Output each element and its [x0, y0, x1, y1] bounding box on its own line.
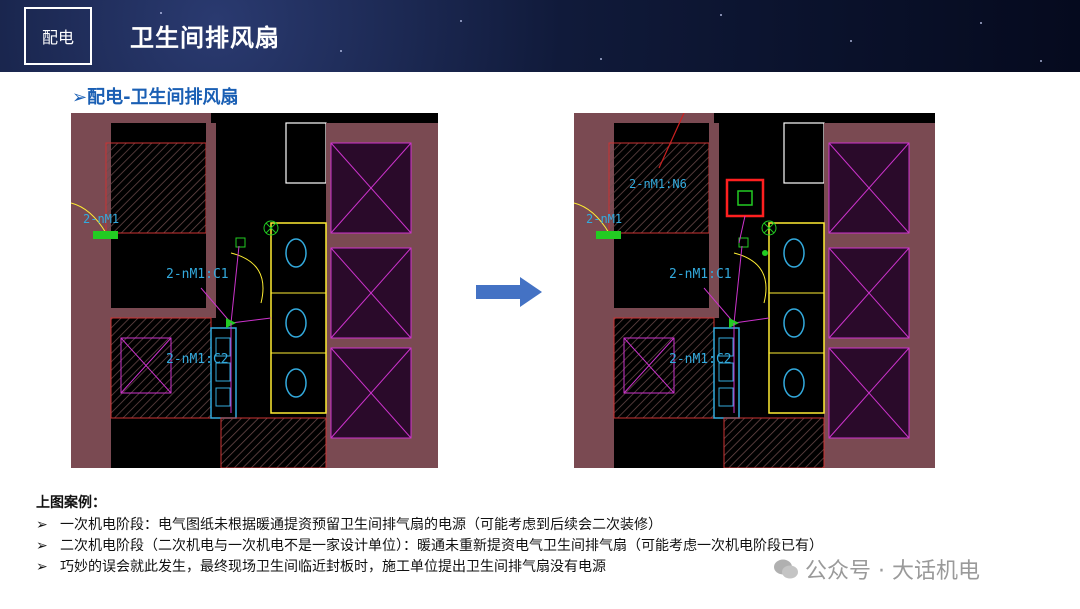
slide-subtitle: ➢配电-卫生间排风扇: [72, 87, 239, 108]
case-item-text: 巧妙的误会就此发生，最终现场卫生间临近封板时，施工单位提出卫生间排气扇没有电源: [60, 559, 606, 575]
list-item: ➢ 一次机电阶段：电气图纸未根据暖通提资预留卫生间排气扇的电源（可能考虑到后续会…: [36, 515, 823, 536]
watermark: 公众号 · 大话机电: [773, 553, 980, 585]
cad-drawing-after: 2-nM1:N6 2-nM1 2-nM1:C1 2-nM1:C2: [574, 113, 935, 468]
page-title: 卫生间排风扇: [130, 24, 280, 52]
header-banner: 配电 卫生间排风扇: [0, 0, 1080, 72]
cad-label: 2-nM1:N6: [629, 177, 687, 191]
exhaust-fan-icon: [737, 190, 753, 206]
cad-label: 2-nM1:C1: [166, 267, 229, 282]
case-title: 上图案例：: [36, 495, 106, 511]
case-description: 上图案例： ➢ 一次机电阶段：电气图纸未根据暖通提资预留卫生间排气扇的电源（可能…: [36, 492, 823, 578]
list-item: ➢ 巧妙的误会就此发生，最终现场卫生间临近封板时，施工单位提出卫生间排气扇没有电…: [36, 557, 823, 578]
bullet-arrow-icon: ➢: [36, 538, 48, 554]
bullet-arrow-icon: ➢: [36, 517, 48, 533]
bullet-arrow-icon: ➢: [36, 559, 48, 575]
arrow-right-icon: [476, 277, 542, 307]
wechat-icon: [774, 559, 798, 579]
cad-plan-before: 2-nM1 2-nM1:C1 2-nM1:C2: [71, 113, 438, 468]
watermark-text: 公众号 · 大话机电: [805, 559, 980, 584]
cad-label: 2-nM1: [83, 212, 119, 226]
cad-drawing-before: 2-nM1 2-nM1:C1 2-nM1:C2: [71, 113, 438, 468]
case-item-text: 二次机电阶段（二次机电与一次机电不是一家设计单位）：暖通未重新提资电气卫生间排气…: [60, 538, 823, 554]
cad-plan-after: 2-nM1:N6 2-nM1 2-nM1:C1 2-nM1:C2: [574, 113, 935, 468]
section-tag-label: 配电: [41, 28, 74, 47]
cad-label: 2-nM1:C2: [669, 352, 732, 367]
highlight-box: [725, 178, 765, 218]
cad-label: 2-nM1:C1: [669, 267, 732, 282]
case-item-text: 一次机电阶段：电气图纸未根据暖通提资预留卫生间排气扇的电源（可能考虑到后续会二次…: [60, 517, 662, 533]
cad-label: 2-nM1:C2: [166, 352, 229, 367]
list-item: ➢ 二次机电阶段（二次机电与一次机电不是一家设计单位）：暖通未重新提资电气卫生间…: [36, 536, 823, 557]
cad-label: 2-nM1: [586, 212, 622, 226]
section-tag: 配电: [24, 7, 92, 65]
